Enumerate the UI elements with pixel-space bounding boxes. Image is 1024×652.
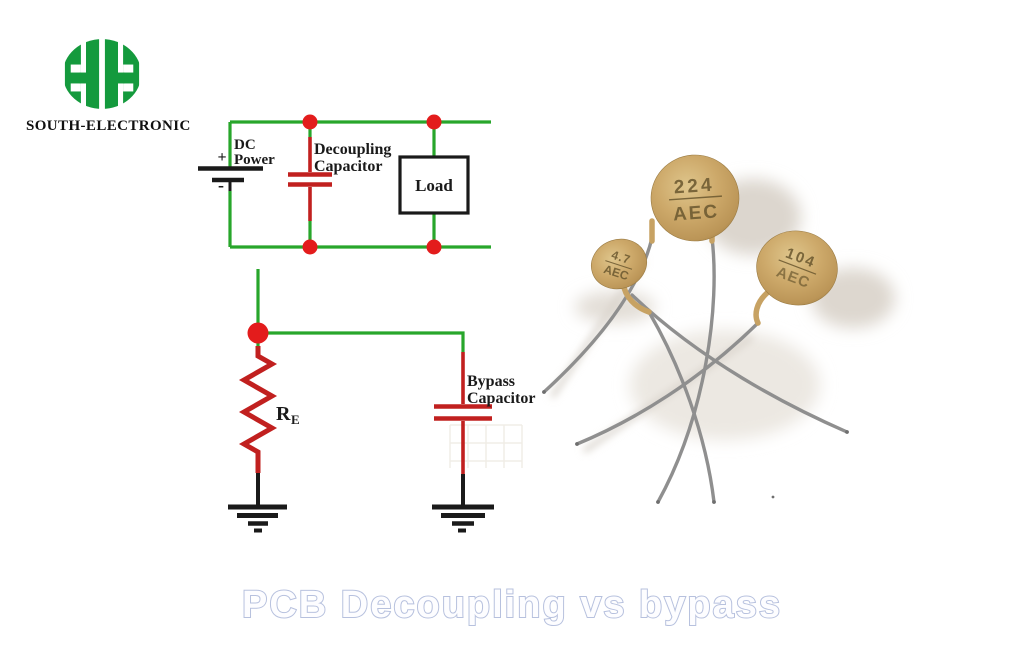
- battery-minus-label: -: [218, 175, 224, 195]
- cap-224-maker: AEC: [672, 201, 719, 225]
- bypass-label-line2: Capacitor: [467, 390, 535, 407]
- lower-branch-wire: [258, 331, 465, 352]
- bypass-capacitor-symbol: [434, 352, 492, 474]
- ground-symbol-right: [432, 504, 494, 533]
- logo: SOUTH-ELECTRONIC: [26, 38, 191, 135]
- decoupling-label-line1: Decoupling: [314, 141, 391, 158]
- lead-wire: [630, 293, 849, 434]
- bypass-label-line1: Bypass: [467, 373, 515, 390]
- junction-dot: [426, 114, 442, 130]
- watermark-grid: [449, 424, 523, 468]
- cap-4-7-code: 4.7: [610, 248, 633, 267]
- dc-power-label-line2: Power: [234, 152, 275, 168]
- ground-symbol-left: [228, 504, 287, 533]
- capacitor-disc-4-7: [591, 238, 647, 290]
- lead-wire: [575, 321, 760, 446]
- junction-dot: [426, 239, 442, 255]
- load-box: [398, 155, 470, 215]
- cap-224-marking: 224 AEC: [669, 175, 722, 226]
- junction-dot: [302, 239, 318, 255]
- caption: PCB Decoupling vs bypass: [241, 583, 782, 627]
- decoupling-label-line2: Capacitor: [314, 158, 382, 175]
- resistor-subscript: E: [291, 412, 300, 427]
- decoupling-capacitor-symbol: [288, 137, 332, 221]
- cap-224-code: 224: [673, 175, 715, 199]
- resistor-label: R: [276, 403, 291, 425]
- battery-symbol: [198, 166, 263, 191]
- brand-name: SOUTH-ELECTRONIC: [26, 118, 191, 134]
- junction-dot-large: [247, 322, 269, 344]
- lead-wire: [647, 310, 716, 504]
- red-components: [238, 137, 492, 474]
- logo-emblem: [62, 38, 142, 115]
- green-wires: [228, 120, 491, 352]
- resistor-symbol: [238, 346, 278, 473]
- ink-elements: [198, 155, 494, 533]
- logo-monogram-svg: [64, 39, 140, 109]
- junction-dot: [302, 114, 318, 130]
- dc-power-label-line1: DC: [234, 137, 256, 153]
- logo-monogram: [64, 39, 140, 109]
- circuit-diagram: + - DC Power Decoupling Capacitor Load R…: [198, 114, 535, 533]
- load-label: Load: [415, 176, 453, 195]
- battery-plus-label: +: [217, 149, 226, 166]
- lead-wire: [656, 236, 716, 504]
- photo-shadows: [575, 179, 895, 440]
- circuit-labels: + - DC Power Decoupling Capacitor Load R…: [217, 137, 535, 427]
- junction-dots: [247, 114, 442, 344]
- caption-title: PCB Decoupling vs bypass: [242, 584, 782, 626]
- capacitor-photo: 224 AEC 4.7 AEC 104 AEC: [542, 154, 895, 504]
- capacitor-disc-104: [756, 230, 838, 306]
- lead-tips: [542, 390, 849, 504]
